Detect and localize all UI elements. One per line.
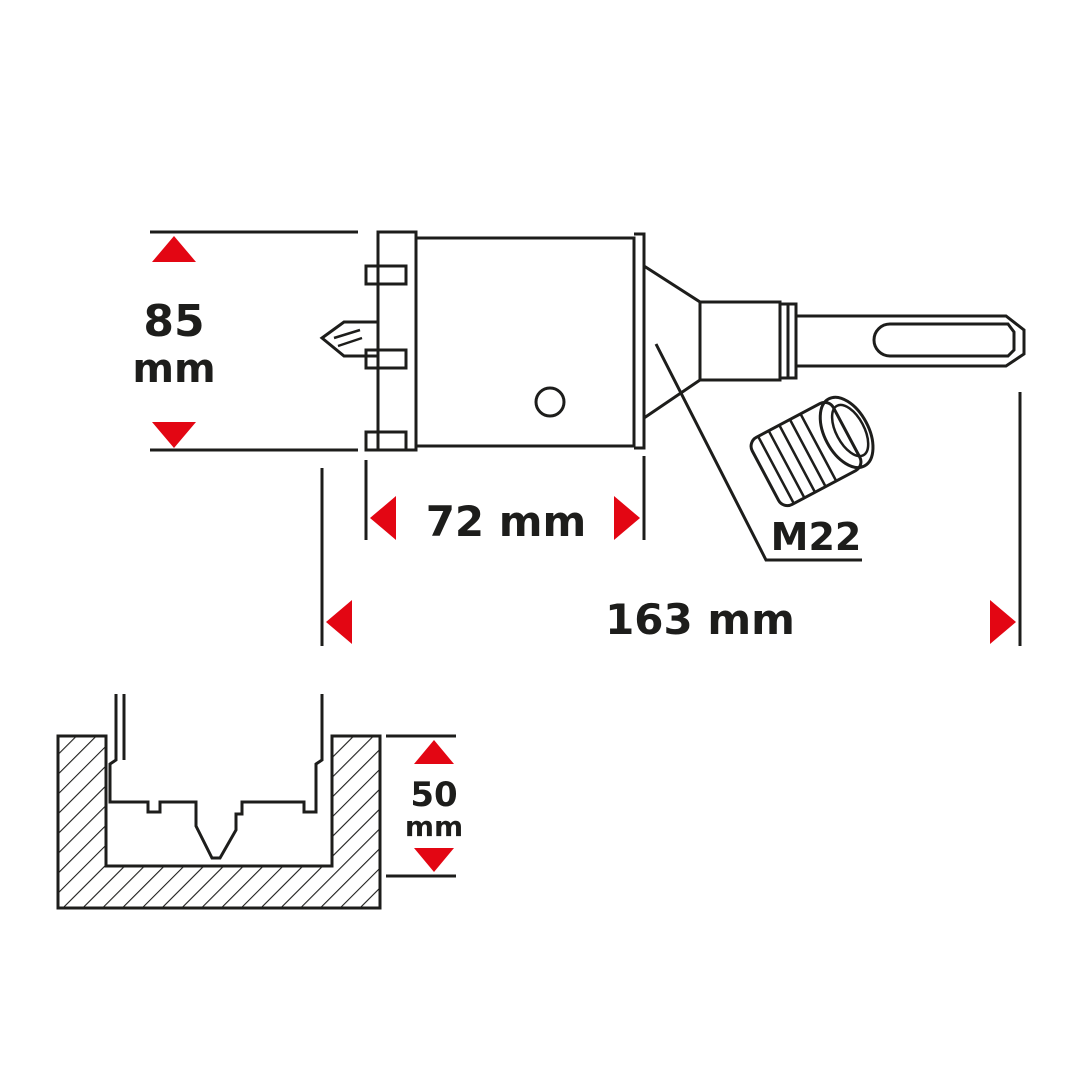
sds-groove xyxy=(872,322,1016,358)
pilot-drill xyxy=(319,320,378,358)
sds-shank xyxy=(796,314,1026,368)
cylinder-body xyxy=(416,236,636,448)
arrow-left xyxy=(370,496,396,540)
tooth-top xyxy=(364,264,408,286)
tooth-middle xyxy=(364,348,408,370)
total-length-dimension: 163 mm xyxy=(320,392,1022,646)
depth-value: 50 xyxy=(410,775,457,815)
total-length-label: 163 mm xyxy=(605,595,795,644)
drill-depth-section: 50 mm xyxy=(56,694,463,910)
depth-arrow-down xyxy=(414,848,454,872)
tooth-plate xyxy=(376,230,418,452)
depth-unit: mm xyxy=(405,810,463,843)
depth-arrow-up xyxy=(414,740,454,764)
thread-leader-line xyxy=(654,343,862,562)
wall-hatch xyxy=(56,734,382,910)
arrow-up xyxy=(152,236,196,262)
thread-insert-icon xyxy=(749,395,875,508)
core-bit-drawing xyxy=(319,230,1026,562)
arrow-right xyxy=(614,496,640,540)
side-hole xyxy=(534,386,566,418)
head-length-label: 72 mm xyxy=(426,497,587,546)
arrow-down xyxy=(152,422,196,448)
diameter-dimension: 85 mm xyxy=(132,230,358,452)
arrow-total-left xyxy=(326,600,352,644)
tooth-bottom xyxy=(364,430,408,452)
adapter-sleeve xyxy=(700,300,782,382)
bit-in-wall-profile xyxy=(108,694,324,860)
thread-label: M22 xyxy=(771,515,862,559)
pilot-drill-flute xyxy=(333,328,363,348)
cone-adapter xyxy=(643,264,702,420)
diameter-unit: mm xyxy=(132,346,215,392)
rear-rim xyxy=(634,232,646,450)
arrow-total-right xyxy=(990,600,1016,644)
head-length-dimension: 72 mm xyxy=(364,456,646,546)
diameter-value: 85 xyxy=(143,296,204,347)
